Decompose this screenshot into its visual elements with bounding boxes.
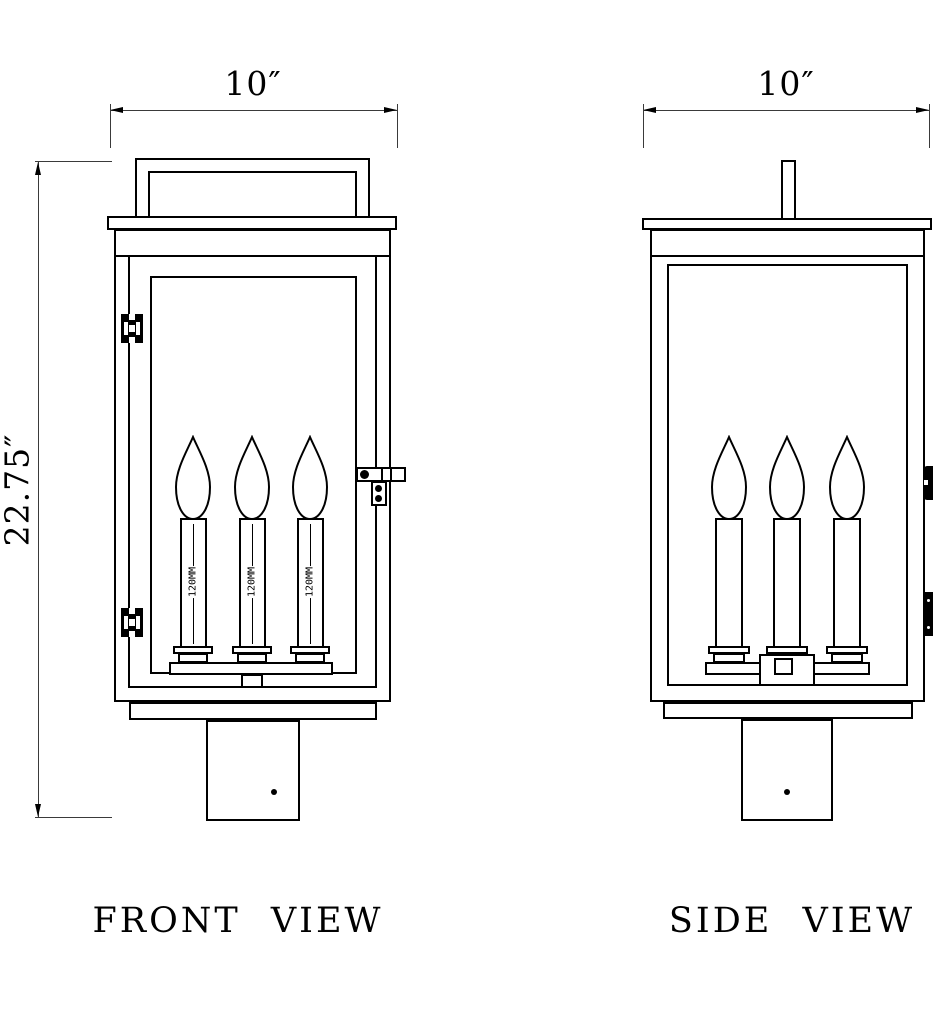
candle-length-label: 120MM [304, 565, 316, 599]
front-width-dim-line [110, 110, 397, 111]
candle-tube [833, 518, 861, 648]
side-hinge-pin-top [927, 599, 930, 602]
hinge-slot-right [136, 616, 140, 629]
side-post-mount [741, 719, 833, 821]
front-hinge-bottom [121, 608, 143, 637]
front-handle-inner [148, 171, 357, 216]
side-view-label: SIDE VIEW [668, 901, 916, 941]
front-height-dim-label: 22.75″ [0, 433, 37, 547]
front-view-label: FRONT VIEW [92, 901, 384, 941]
hinge-cutout-bottom [129, 337, 135, 343]
front-height-dim-arrow-bottom [35, 804, 41, 817]
front-bottom-plate [129, 702, 377, 720]
side-hinge-pin-bottom [927, 626, 930, 629]
candle-tube [773, 518, 801, 648]
candle-bulb-icon [827, 434, 867, 525]
hinge-slot-left [124, 322, 128, 335]
candle-bulb-icon [173, 434, 213, 525]
candle-length-label: 120MM [187, 565, 199, 599]
front-hinge-top [121, 314, 143, 343]
front-width-dim-arrow-left [110, 107, 123, 113]
front-post-screw-hole [271, 789, 277, 795]
front-width-dim-label: 10″ [224, 64, 282, 103]
front-width-ext-line-left [110, 104, 111, 148]
side-hinge-profile [924, 592, 933, 636]
side-width-dim-line [643, 110, 929, 111]
hinge-cutout-top [129, 314, 135, 320]
side-candle-center-block-notch [774, 658, 793, 675]
side-latch-notch [924, 480, 928, 485]
front-width-dim-arrow-right [384, 107, 397, 113]
candle-length-label: 120MM [246, 565, 258, 599]
front-height-dim-arrow-top [35, 162, 41, 175]
front-height-dim-line [38, 162, 39, 817]
front-width-ext-line-right [397, 104, 398, 148]
side-bottom-plate [663, 702, 913, 719]
latch-bar-divider-1 [381, 467, 383, 482]
candle-bulb-icon [290, 434, 330, 525]
front-height-ext-line-bottom [35, 817, 112, 818]
candle-bulb-icon [232, 434, 272, 525]
side-width-ext-line-left [643, 104, 644, 148]
side-width-dim-label: 10″ [757, 64, 815, 103]
latch-knob [360, 470, 369, 479]
hinge-cutout-bottom [129, 631, 135, 637]
side-width-dim-arrow-right [916, 107, 929, 113]
side-cornice-line [650, 255, 925, 257]
front-candle-center-stem [241, 674, 263, 688]
side-width-dim-arrow-left [643, 107, 656, 113]
side-post-screw-hole [784, 789, 790, 795]
candle-flange [766, 646, 808, 654]
latch-keeper-pin-top [375, 485, 382, 492]
side-latch-profile [924, 466, 933, 500]
hinge-cutout-center [129, 619, 135, 626]
hinge-slot-right [136, 322, 140, 335]
hinge-cutout-center [129, 325, 135, 332]
side-width-ext-line-right [929, 104, 930, 148]
hinge-slot-left [124, 616, 128, 629]
latch-keeper-pin-bottom [375, 495, 382, 502]
front-post-mount [206, 720, 300, 821]
candle-tube [715, 518, 743, 648]
hinge-cutout-top [129, 608, 135, 614]
latch-bar-divider-2 [390, 467, 392, 482]
candle-bulb-icon [709, 434, 749, 525]
front-top-plate [107, 216, 397, 230]
front-height-ext-line-top [35, 161, 112, 162]
side-handle-bar [781, 160, 796, 218]
candle-bulb-icon [767, 434, 807, 525]
